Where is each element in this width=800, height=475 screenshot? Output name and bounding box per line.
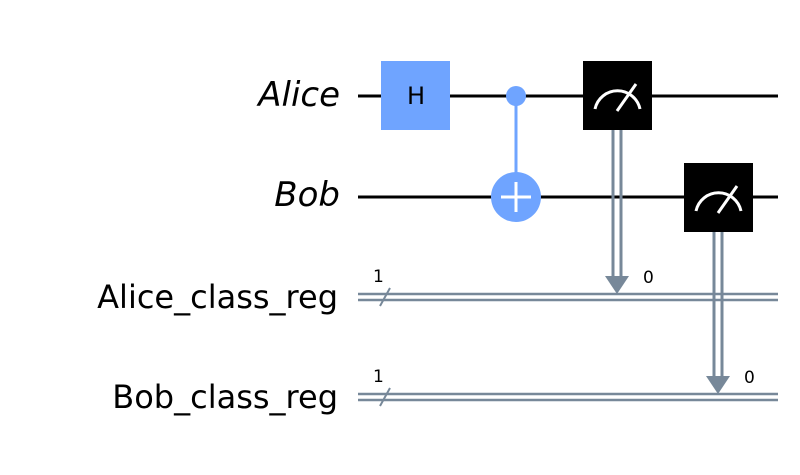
meter-icon [694,191,743,212]
qubit-label-bob: Bob [274,175,340,215]
qubit-label-alice: Alice [256,75,340,115]
bundle-size-bob: 1 [373,367,384,387]
measure-bit-label-bob: 0 [744,368,755,388]
cnot-gate [491,86,541,222]
measure-bit-label-alice: 0 [643,268,654,288]
svg-text:H: H [407,82,425,110]
measure-gate-alice: 0 [583,61,654,294]
classical-wire-bob [358,392,778,402]
creg-label-bob: Bob_class_reg [112,378,338,416]
meter-icon [593,89,642,110]
h-gate: H [381,61,450,130]
cnot-control-dot [506,86,526,106]
bundle-slash-alice [379,287,391,307]
bundle-size-alice: 1 [373,267,384,287]
bundle-slash-bob [379,387,391,407]
classical-wire-alice [358,292,778,302]
creg-label-alice: Alice_class_reg [97,278,338,316]
measure-gate-bob: 0 [684,163,755,394]
